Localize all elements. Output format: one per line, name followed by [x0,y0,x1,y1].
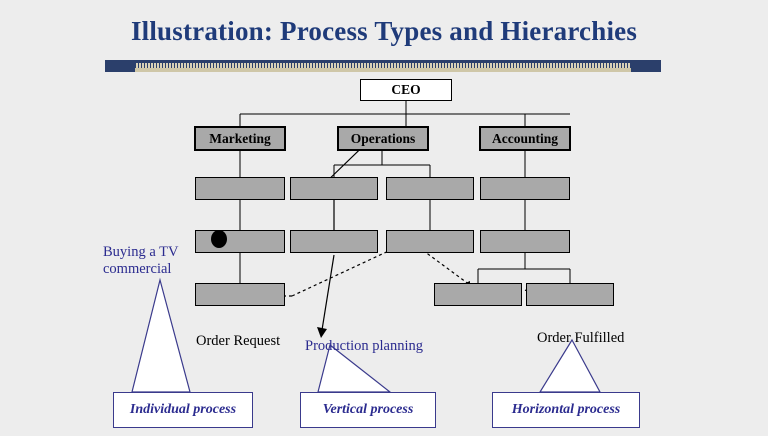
annotation-order-request: Order Request [196,333,280,350]
node-operations[interactable]: Operations [337,126,429,151]
node-marketing[interactable]: Marketing [194,126,286,151]
callout-pointer-horizontal [538,338,602,393]
callout-horizontal-process-label: Horizontal process [511,402,621,417]
callout-individual-process[interactable]: Individual process [113,392,253,428]
node-box-r3-c2[interactable] [290,177,378,200]
annotation-order-fulfilled: Order Fulfilled [537,330,624,347]
node-box-r4-c4[interactable] [480,230,570,253]
node-ceo[interactable]: CEO [360,79,452,101]
node-box-r5-c4b[interactable] [526,283,614,306]
divider-cap-left [105,60,135,72]
annotation-production-planning-text: Production planning [305,338,424,354]
node-box-r4-c3[interactable] [386,230,474,253]
node-box-r4-c2[interactable] [290,230,378,253]
title-divider [105,60,661,72]
node-box-r3-c3[interactable] [386,177,474,200]
divider-cap-right [631,60,661,72]
annotation-order-request-text: Order Request [196,333,281,349]
callout-pointer-individual [131,277,191,393]
node-marketing-label: Marketing [209,130,271,146]
node-box-r3-c4[interactable] [480,177,570,200]
node-box-r5-c1[interactable] [195,283,285,306]
page-title: Illustration: Process Types and Hierarch… [130,16,638,46]
callout-vertical-process-label: Vertical process [322,402,414,417]
divider-tan-bar [105,68,661,72]
node-accounting-label: Accounting [491,130,558,146]
annotation-buying-a-tv-commercial: Buying a TV commercial [103,244,213,277]
annotation-buying-a-tv-commercial-text: Buying a TV commercial [103,244,179,277]
divider-top-bar [105,60,661,63]
callout-vertical-process[interactable]: Vertical process [300,392,436,428]
node-ceo-label: CEO [391,82,421,97]
divider-hatch-bar [105,63,661,68]
callout-horizontal-process[interactable]: Horizontal process [492,392,640,428]
callout-individual-process-label: Individual process [129,402,237,417]
annotation-production-planning: Production planning [305,338,423,355]
node-box-r5-c4a[interactable] [434,283,522,306]
node-accounting[interactable]: Accounting [479,126,571,151]
node-box-r3-c1[interactable] [195,177,285,200]
node-operations-label: Operations [350,130,416,146]
arrowhead-production-planning [317,327,327,338]
annotation-order-fulfilled-text: Order Fulfilled [537,330,625,346]
